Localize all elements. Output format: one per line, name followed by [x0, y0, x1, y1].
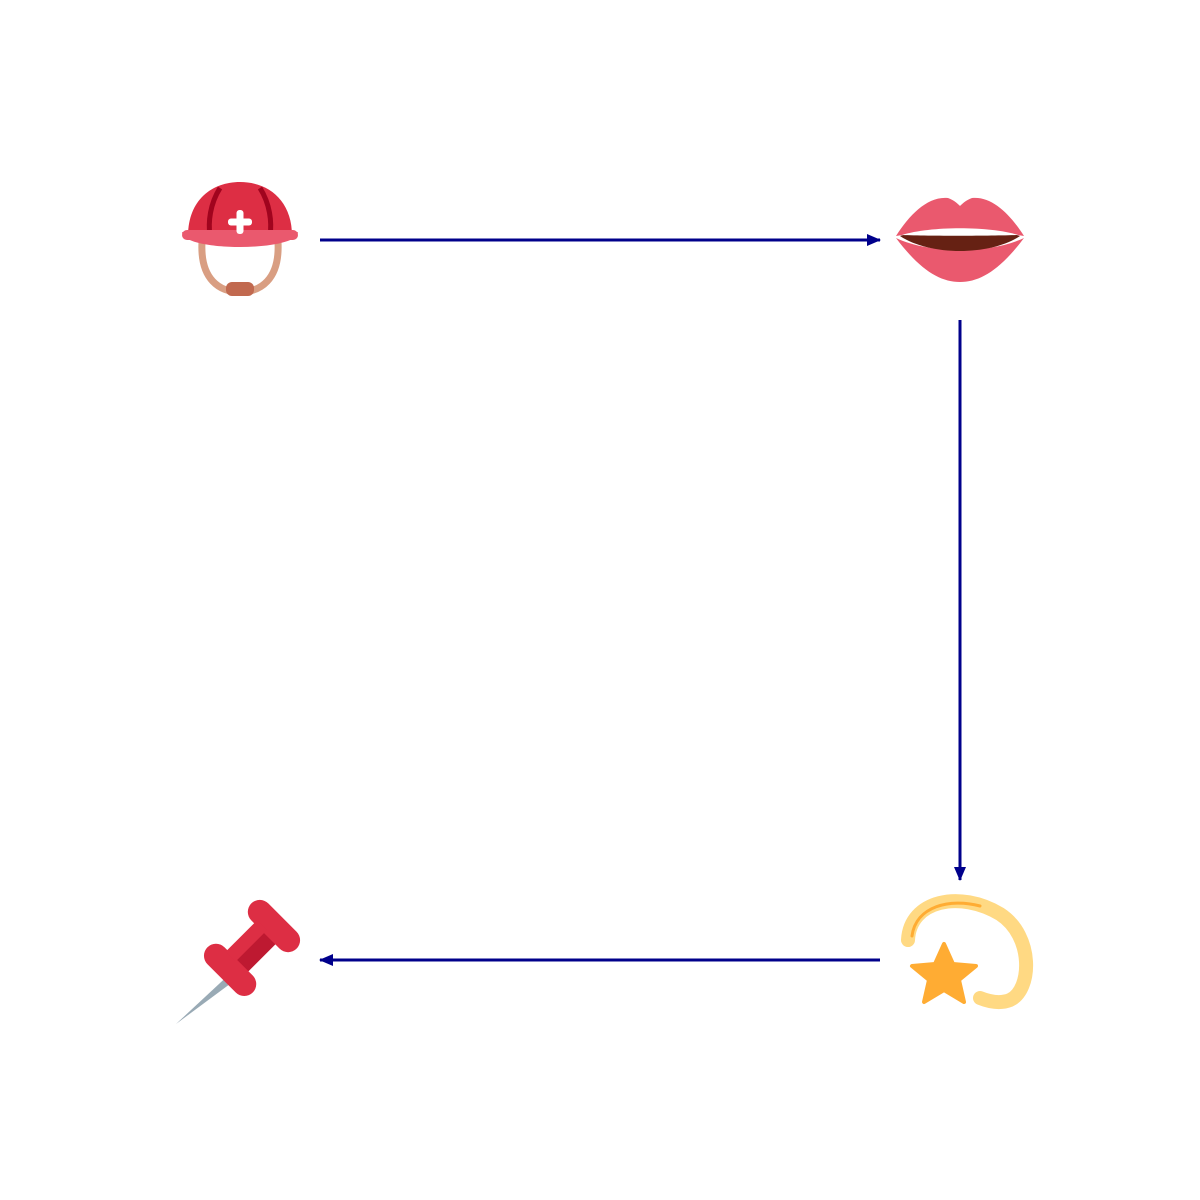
- rescue-worker-helmet-icon: [182, 182, 298, 296]
- mouth-icon: [896, 197, 1024, 282]
- dizzy-star-icon: [901, 894, 1034, 1010]
- pushpin-icon: [176, 899, 301, 1024]
